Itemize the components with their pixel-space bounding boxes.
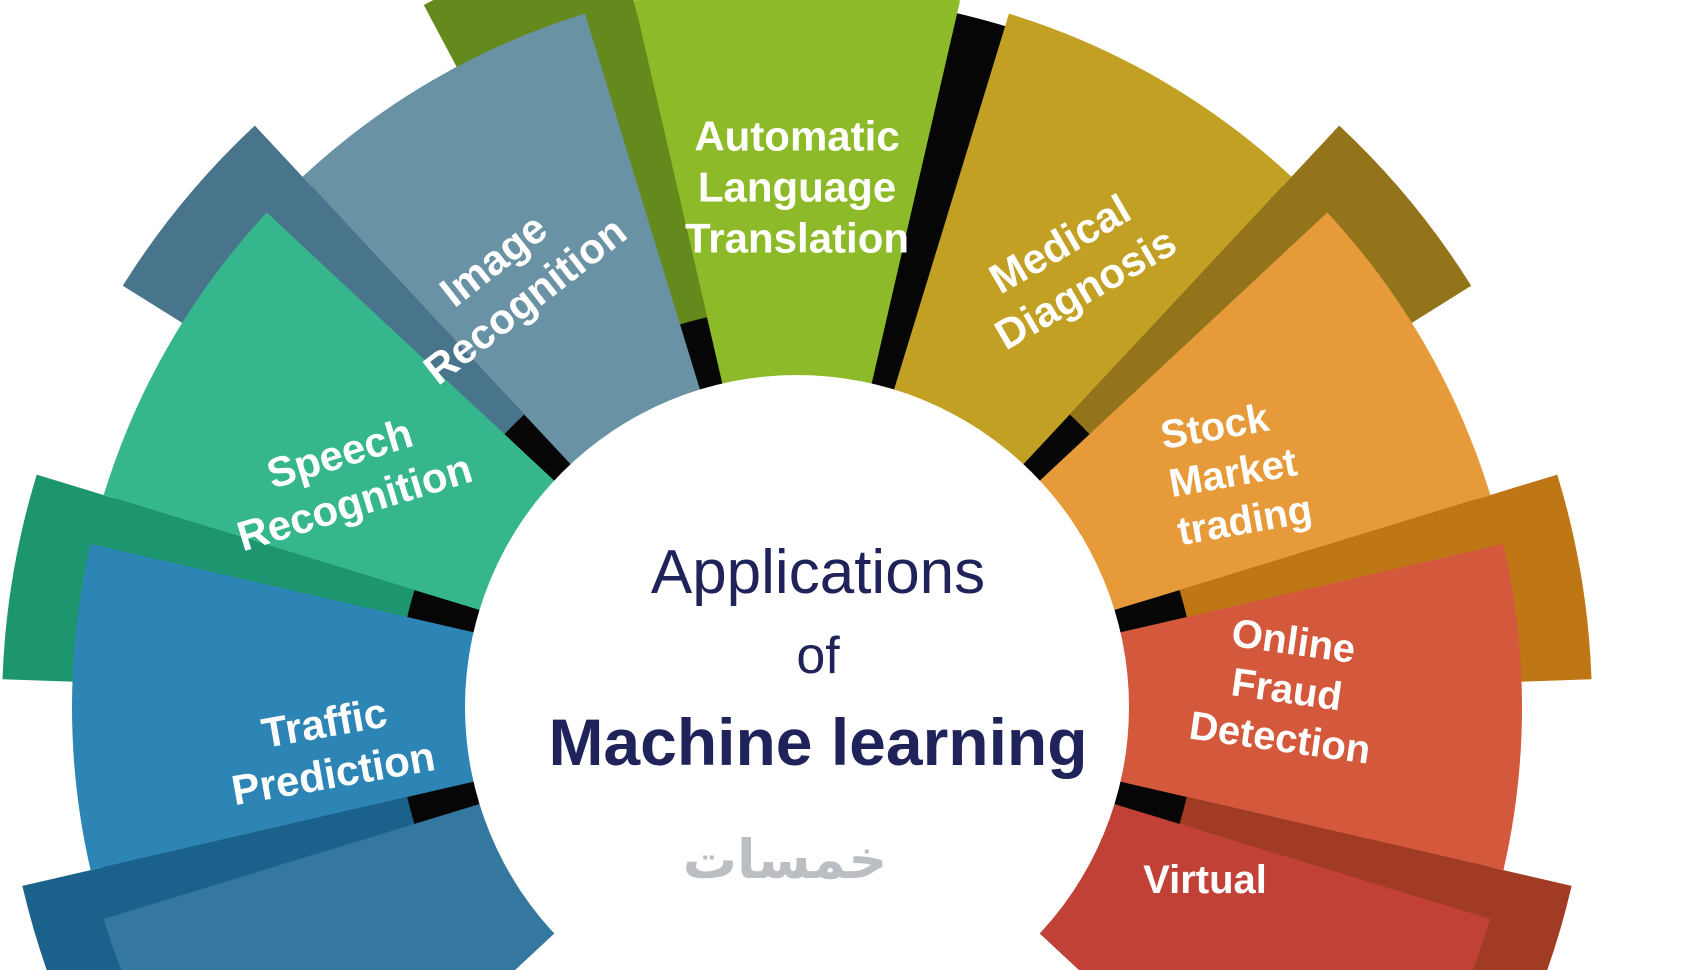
segment-virtual-personal-assistant (1038, 803, 1491, 970)
segment-traffic-prediction (72, 543, 476, 871)
center-circle (465, 375, 1129, 970)
segment-label-line: Language (698, 164, 896, 211)
segment-stock-market-trading (1038, 212, 1491, 611)
title-line-1: Applications (651, 538, 985, 607)
segment-online-fraud-detection (1118, 543, 1522, 871)
segment-label-line: Automatic (694, 112, 899, 159)
title-line-2: of (796, 627, 840, 685)
segment-automatic-language-translation (633, 0, 961, 386)
watermark-text: خمسات (683, 828, 888, 891)
segment-medical-diagnosis (893, 13, 1292, 466)
wheel-segments: TrafficPredictionSpeechRecognitionImageR… (2, 0, 1592, 970)
segment-label-virtual-personal-assistant: Virtual (1143, 858, 1267, 902)
title-line-3: Machine learning (548, 705, 1087, 779)
segment-image-recognition (302, 13, 701, 466)
segment-speech-recognition (103, 212, 556, 611)
segment-next-segment-partial (103, 803, 556, 970)
segment-label-line: Virtual (1143, 858, 1267, 902)
segment-label-line: Translation (685, 215, 909, 262)
